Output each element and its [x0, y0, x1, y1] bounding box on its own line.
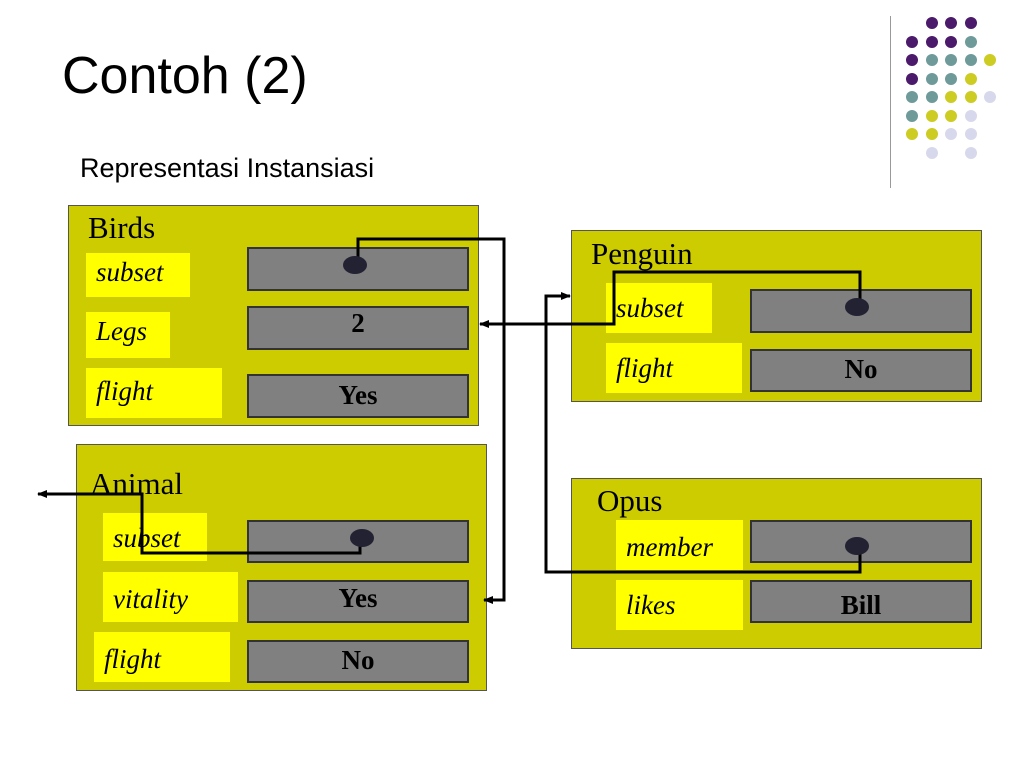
slot-value-birds-legs: 2: [247, 306, 469, 350]
decor-dot: [906, 54, 918, 66]
decor-dot: [964, 128, 977, 140]
slot-value-opus-likes: Bill: [750, 580, 972, 623]
decor-dot: [964, 146, 977, 159]
decor-dot: [945, 17, 957, 29]
decor-dot: [925, 35, 938, 48]
decor-dot: [964, 109, 977, 122]
slot-label-penguin-subset: subset: [606, 283, 712, 333]
page-title: Contoh (2): [62, 47, 308, 105]
frame-birds-name: Birds: [88, 210, 156, 245]
decor-dot: [945, 72, 957, 85]
slot-value-penguin-flight: No: [750, 349, 972, 392]
decor-dot: [945, 128, 957, 140]
decor-dot: [925, 54, 938, 66]
decor-dot: [906, 72, 918, 85]
frame-penguin-name: Penguin: [591, 236, 693, 271]
slot-label-animal-vitality: vitality: [103, 572, 238, 622]
decor-dot: [925, 146, 938, 159]
slot-label-animal-flight: flight: [94, 632, 230, 682]
decor-dot: [964, 72, 977, 85]
decor-dot: [925, 109, 938, 122]
slot-label-birds-subset: subset: [86, 253, 190, 297]
page-subtitle: Representasi Instansiasi: [80, 153, 375, 183]
decor-dot: [964, 91, 977, 103]
decor-dot: [925, 72, 938, 85]
decor-dot: [984, 54, 996, 66]
slot-label-birds-legs: Legs: [86, 312, 170, 358]
slot-value-birds-flight: Yes: [247, 374, 469, 418]
decor-dot: [964, 54, 977, 66]
decor-dot: [964, 17, 977, 29]
slot-value-animal-subset: [247, 520, 469, 563]
decor-divider: [890, 16, 891, 188]
slot-value-animal-flight: No: [247, 640, 469, 683]
decor-dot: [906, 91, 918, 103]
decor-dot: [964, 35, 977, 48]
decor-dot: [906, 128, 918, 140]
decor-dot: [925, 128, 938, 140]
decor-dot: [945, 91, 957, 103]
frame-opus-name: Opus: [597, 483, 663, 518]
slot-value-animal-vitality: Yes: [247, 580, 469, 623]
slot-label-opus-likes: likes: [616, 580, 743, 630]
slot-value-birds-subset: [247, 247, 469, 291]
decor-dot: [906, 35, 918, 48]
decor-dot: [906, 109, 918, 122]
slot-value-penguin-subset: [750, 289, 972, 333]
decor-dot: [925, 17, 938, 29]
slot-value-opus-member: [750, 520, 972, 563]
slot-label-opus-member: member: [616, 520, 743, 570]
decor-dot: [945, 35, 957, 48]
slot-label-birds-flight: flight: [86, 368, 222, 418]
slot-label-animal-subset: subset: [103, 513, 207, 561]
decor-dot: [984, 91, 996, 103]
decor-dot: [945, 54, 957, 66]
slot-label-penguin-flight: flight: [606, 343, 742, 393]
decor-dot: [925, 91, 938, 103]
frame-animal-name: Animal: [90, 466, 183, 501]
decor-dot: [945, 109, 957, 122]
